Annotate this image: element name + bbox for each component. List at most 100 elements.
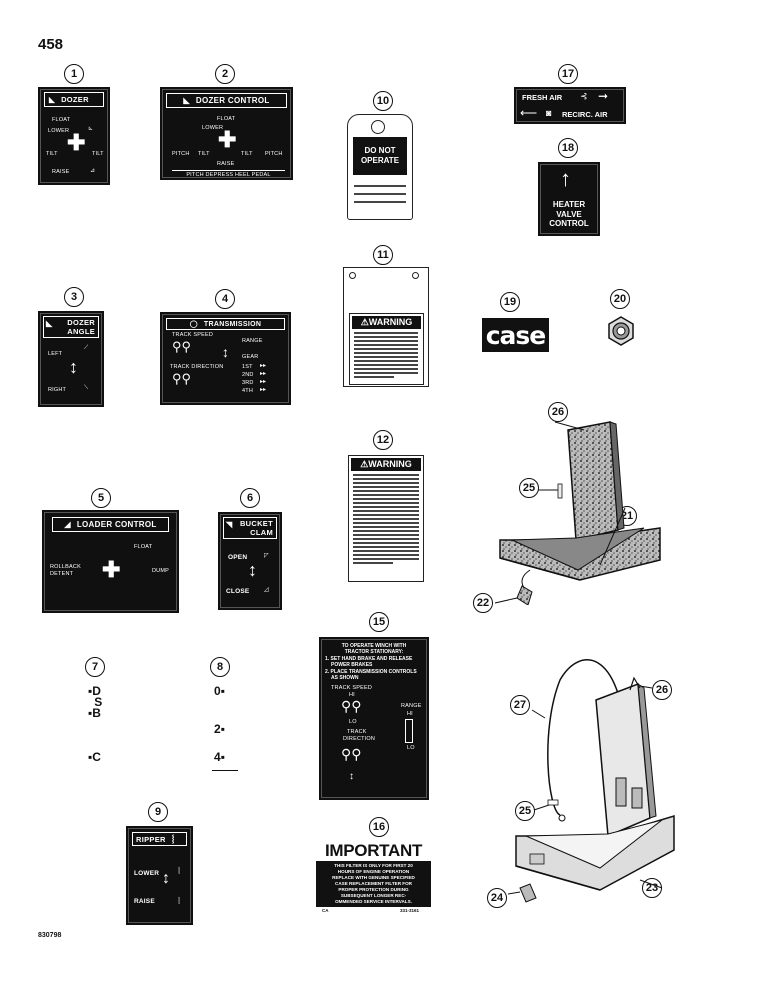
updown-arrow-icon: ↕ <box>69 357 78 377</box>
tag-signature-lines <box>354 185 406 205</box>
winch-step-2b: AS SHOWN <box>331 675 359 682</box>
important-code-right: 331-3161 <box>400 908 420 913</box>
lever-pair-icon: ⚲⚲ <box>341 746 362 762</box>
number-0: 0 <box>214 684 221 698</box>
letter-b: B <box>92 706 101 720</box>
decal-dozer-title: DOZER <box>61 95 89 104</box>
tag-line-1: DO NOT <box>364 146 396 155</box>
document-case-open-bottom <box>507 659 675 903</box>
angle-right-icon: ⟍ <box>84 385 89 391</box>
arrow-right-icon: ➞ <box>598 89 609 103</box>
lever-pair-icon: ⚲⚲ <box>172 339 192 354</box>
decal-dozer: ◣DOZER FLOAT LOWER ✚ TILT TILT RAISE ⊾ ⊿ <box>38 87 110 185</box>
decal-loader-control-float: FLOAT <box>134 544 153 550</box>
gear-arrows-icon: ▸▸▸▸▸▸▸▸ <box>260 363 267 393</box>
decal-dozer-control-tilt-right: TILT <box>241 151 253 157</box>
flange-nut-icon <box>608 316 634 346</box>
decal-transmission-track-speed: TRACK SPEED <box>172 332 214 338</box>
decal-transmission-track-direction: TRACK DIRECTION <box>170 364 224 370</box>
winch-lo: LO <box>349 719 357 725</box>
cross-arrow-icon: ✚ <box>102 557 121 582</box>
number-2: 2 <box>214 722 221 736</box>
callout-17: 17 <box>558 64 578 84</box>
callout-4: 4 <box>215 289 235 309</box>
decal-warning-11: ⚠WARNING <box>343 267 429 387</box>
callout-11: 11 <box>373 245 393 265</box>
callout-26-bottom: 26 <box>652 680 672 700</box>
callout-27: 27 <box>510 695 530 715</box>
decal-dozer-tilt-left: TILT <box>46 151 58 157</box>
callout-12: 12 <box>373 430 393 450</box>
decal-dozer-lower: LOWER <box>48 128 70 134</box>
decal-dozer-control-tilt-left: TILT <box>198 151 210 157</box>
winch-track: TRACK <box>347 729 367 735</box>
decal-warning-12: ⚠WARNING <box>348 455 424 582</box>
important-line-1: THIS FILTER IS ONLY FOR FIRST 20 <box>334 863 413 868</box>
callout-10: 10 <box>373 91 393 111</box>
lever-pair-icon: ⚲⚲ <box>341 698 362 714</box>
important-title: IMPORTANT <box>324 841 423 860</box>
winch-line-2: TRACTOR STATIONARY: <box>344 649 404 656</box>
recirc-air-icon: ◙ <box>546 108 552 118</box>
winch-direction: DIRECTION <box>343 736 376 742</box>
ripper-shank-icon: ⸾ <box>171 834 175 843</box>
decal-loader-control-rollback: ROLLBACK <box>50 564 81 570</box>
callout-26-top: 26 <box>548 402 568 422</box>
do-not-operate-tag: DO NOT OPERATE <box>347 114 413 220</box>
fresh-air-label: FRESH AIR <box>522 93 563 102</box>
winch-line-1: TO OPERATE WINCH WITH <box>341 643 407 649</box>
decal-dozer-tilt-right: TILT <box>92 151 104 157</box>
callout-5: 5 <box>91 488 111 508</box>
decal-dozer-control: ◣DOZER CONTROL FLOAT LOWER ✚ PITCH TILT … <box>160 87 293 180</box>
decal-transmission-title: TRANSMISSION <box>203 320 262 328</box>
decal-dozer-control-lower: LOWER <box>202 125 224 131</box>
callout-7: 7 <box>85 657 105 677</box>
decal-dozer-control-pitch-left: PITCH <box>172 151 190 157</box>
updown-arrow-icon: ↕ <box>248 560 257 580</box>
cross-arrow-icon: ✚ <box>218 127 237 152</box>
case-logo: case <box>482 318 549 352</box>
arrow-up-icon: ↑ <box>560 166 571 191</box>
important-line-2: HOURS OF ENGINE OPERATION <box>337 869 410 874</box>
winch-step-1: 1. SET HAND BRAKE AND RELEASE <box>325 655 413 662</box>
letter-s: S <box>94 695 103 709</box>
updown-arrow-icon: ↕ <box>349 771 354 782</box>
decal-ripper-lower: LOWER <box>134 870 160 877</box>
heater-line-2: VALVE <box>556 209 582 219</box>
ripper-down-icon: ⸾ <box>178 868 181 874</box>
decal-dozer-control-raise: RAISE <box>217 161 235 167</box>
important-line-4: CASE REPLACEMENT FILTER FOR <box>335 881 412 886</box>
fresh-air-icon: ⊰ <box>580 91 588 101</box>
tag-line-2: OPERATE <box>360 156 400 165</box>
decal-fresh-recirc-air: FRESH AIR ⊰ ➞ ⟵ ◙ RECIRC. AIR <box>514 87 626 124</box>
callout-2: 2 <box>215 64 235 84</box>
recirc-air-label: RECIRC. AIR <box>562 110 608 119</box>
important-line-6: SUBSEQUENT LONGER REC- <box>340 893 407 898</box>
decal-bucket-clam-title-2: CLAM <box>250 528 273 537</box>
blade-up-icon: ⊿ <box>90 168 96 174</box>
decal-dozer-angle-left: LEFT <box>48 351 63 357</box>
blade-down-icon: ⊾ <box>88 126 94 132</box>
decal-dozer-float: FLOAT <box>52 117 71 123</box>
angle-left-icon: ⟋ <box>84 345 89 351</box>
ripper-up-icon: ⸾ <box>178 898 181 904</box>
decal-bucket-clam-open: OPEN <box>228 554 248 561</box>
decal-important: IMPORTANT THIS FILTER IS ONLY FOR FIRST … <box>316 842 431 914</box>
decal-heater-valve-control: ↑ HEATER VALVE CONTROL <box>538 162 600 236</box>
decal-winch: TO OPERATE WINCH WITH TRACTOR STATIONARY… <box>319 637 429 800</box>
callout-25-top: 25 <box>519 478 539 498</box>
clam-close-icon: ◿ <box>264 587 269 593</box>
warning-triangle-icon: ⚠ <box>360 317 369 327</box>
decal-dozer-control-footer: PITCH DEPRESS HEEL PEDAL <box>172 170 285 178</box>
important-code-left: CA <box>322 908 329 913</box>
callout-8: 8 <box>210 657 230 677</box>
updown-arrow-icon: ↕ <box>222 344 229 360</box>
callout-24: 24 <box>487 888 507 908</box>
callout-9: 9 <box>148 802 168 822</box>
decal-transmission: ◯TRANSMISSION TRACK SPEED ⚲⚲ TRACK DIREC… <box>160 312 291 405</box>
callout-20: 20 <box>610 289 630 309</box>
blade-icon: ◣ <box>46 319 53 328</box>
winch-track-speed: TRACK SPEED <box>331 685 373 691</box>
decal-loader-control: ◢LOADER CONTROL FLOAT ROLLBACK DETENT ✚ … <box>42 510 179 613</box>
decal-dozer-raise: RAISE <box>52 169 70 175</box>
